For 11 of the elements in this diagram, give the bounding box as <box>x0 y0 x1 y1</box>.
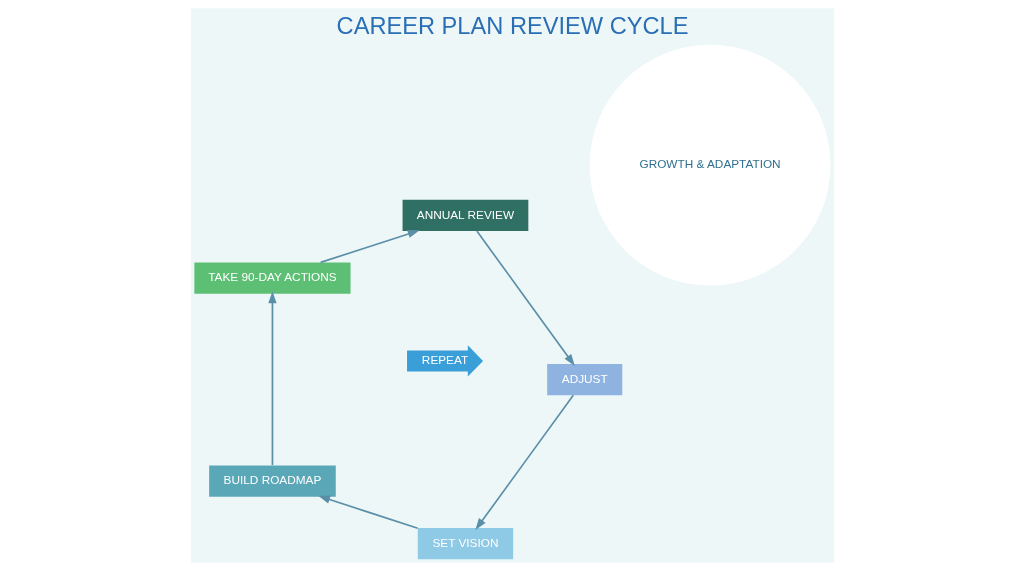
node-box: ADJUST <box>546 363 622 396</box>
node-box: SET VISION <box>417 528 513 560</box>
node-box: ANNUAL REVIEW <box>402 199 528 231</box>
arrow <box>319 229 420 264</box>
arrow <box>475 230 575 366</box>
node-box: TAKE 90-DAY ACTIONS <box>193 262 351 294</box>
arrow <box>267 291 277 466</box>
diagram-title: CAREER PLAN REVIEW CYCLE <box>336 12 688 39</box>
arrow <box>317 495 419 530</box>
arrow <box>474 394 574 531</box>
node-box: BUILD ROADMAP <box>208 465 336 497</box>
